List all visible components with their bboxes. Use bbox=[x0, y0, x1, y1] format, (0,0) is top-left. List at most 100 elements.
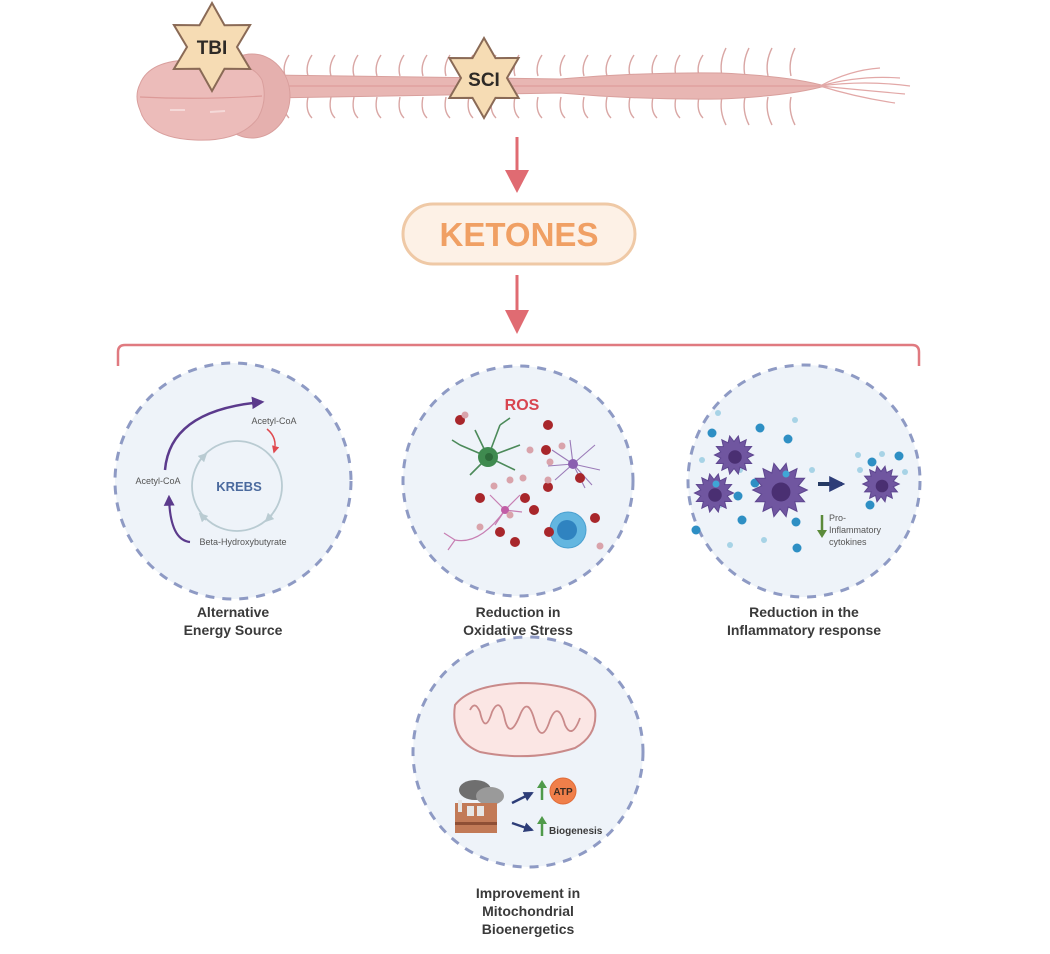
inflammatory-circle: Pro- Inflammatory cytokines bbox=[686, 363, 922, 599]
ros-particle bbox=[543, 482, 553, 492]
cauda-equina bbox=[819, 67, 911, 104]
cytokines-line-1: Pro- bbox=[829, 513, 846, 523]
ketones-label: KETONES bbox=[440, 216, 599, 253]
nerve-root bbox=[536, 54, 543, 77]
macrophage-nucleus bbox=[708, 488, 722, 502]
ros-particle-faint bbox=[476, 523, 484, 531]
krebs-label: KREBS bbox=[216, 479, 262, 494]
nerve-root bbox=[398, 54, 405, 77]
mitochondrion-icon bbox=[453, 681, 597, 758]
ros-particle-faint bbox=[461, 411, 469, 419]
caption-line: Reduction in bbox=[475, 604, 561, 620]
arrow-from-ketones bbox=[505, 275, 529, 334]
acetyl-coa-top-label: Acetyl-CoA bbox=[251, 416, 296, 426]
nerve-root bbox=[651, 96, 658, 119]
krebs-cycle-ring bbox=[191, 440, 283, 532]
nerve-root bbox=[720, 47, 727, 77]
atp-badge bbox=[549, 777, 577, 805]
ros-particle-faint bbox=[546, 458, 554, 466]
cytokine-particle-faint bbox=[715, 410, 721, 416]
atp-arrow bbox=[511, 791, 534, 805]
ros-particle-faint bbox=[596, 542, 604, 550]
cytokine-particle-faint bbox=[809, 467, 815, 473]
nerve-root bbox=[766, 96, 773, 126]
nerve-root bbox=[398, 96, 405, 119]
ros-particle bbox=[520, 493, 530, 503]
caption-line: Bioenergetics bbox=[481, 921, 575, 937]
ros-particle-faint bbox=[526, 446, 534, 454]
caption-line: Inflammatory response bbox=[726, 622, 882, 638]
neuron-cell bbox=[443, 494, 523, 551]
nerve-root bbox=[444, 54, 451, 77]
nerve-root bbox=[697, 96, 704, 119]
energy-source-caption: Alternative Energy Source bbox=[133, 603, 333, 639]
ros-particle bbox=[475, 493, 485, 503]
biogenesis-arrow bbox=[511, 821, 534, 833]
nerve-root bbox=[789, 96, 796, 126]
acetyl-coa-left-label: Acetyl-CoA bbox=[135, 476, 180, 486]
nerve-root bbox=[743, 47, 750, 77]
cytokines-line-2: Inflammatory bbox=[829, 525, 882, 535]
cytokine-particle bbox=[783, 434, 793, 444]
ros-particle bbox=[529, 505, 539, 515]
spinal-nerves bbox=[283, 47, 796, 126]
nerve-root bbox=[352, 54, 359, 77]
cytokine-particle bbox=[755, 423, 765, 433]
caption-line: Alternative bbox=[196, 604, 270, 620]
nerve-root bbox=[628, 96, 635, 119]
nerve-root bbox=[789, 47, 796, 77]
nerve-root bbox=[283, 54, 290, 77]
nerve-root bbox=[467, 96, 474, 119]
ros-particle bbox=[590, 513, 600, 523]
ros-particle bbox=[455, 415, 465, 425]
cytokine-particle-faint bbox=[857, 467, 863, 473]
nerve-root bbox=[651, 54, 658, 77]
purple-up-arrow bbox=[163, 494, 191, 544]
ros-particle bbox=[544, 527, 554, 537]
caption-line: Reduction in the bbox=[749, 604, 859, 620]
cytokine-particle bbox=[791, 517, 801, 527]
sci-label: SCI bbox=[468, 70, 500, 91]
cytokines-line-3: cytokines bbox=[829, 537, 867, 547]
ros-particle-faint bbox=[490, 482, 498, 490]
macrophage-nucleus bbox=[771, 482, 791, 502]
purple-curved-arrow bbox=[163, 396, 265, 471]
ros-particle-faint bbox=[544, 476, 552, 484]
nerve-root bbox=[536, 96, 543, 119]
ros-particle bbox=[543, 420, 553, 430]
macrophage-nucleus bbox=[875, 479, 889, 493]
astrocyte-cell bbox=[451, 417, 521, 476]
cytokine-particle-faint bbox=[761, 537, 767, 543]
tbi-label: TBI bbox=[197, 38, 228, 59]
cytokine-particle bbox=[792, 543, 802, 553]
macrophage-nucleus bbox=[728, 450, 742, 464]
nerve-root bbox=[628, 54, 635, 77]
cytokine-particle-faint bbox=[727, 542, 733, 548]
caption-line: Improvement in bbox=[475, 885, 581, 901]
biogenesis-label: Biogenesis bbox=[549, 826, 603, 837]
ros-particle-faint bbox=[506, 476, 514, 484]
nerve-root bbox=[329, 96, 336, 119]
ros-particle-faint bbox=[506, 511, 514, 519]
nerve-root bbox=[421, 54, 428, 77]
macrophage-cells bbox=[693, 434, 901, 518]
caption-line: Oxidative Stress bbox=[463, 622, 573, 638]
mitochondrial-caption: Improvement in Mitochondrial Bioenergeti… bbox=[428, 884, 628, 938]
nerve-root bbox=[513, 96, 520, 119]
cytokine-particle-faint bbox=[792, 417, 798, 423]
cytokine-particle-faint bbox=[902, 469, 908, 475]
ros-particles bbox=[455, 411, 604, 550]
nerve-root bbox=[352, 96, 359, 119]
ketones-node: KETONES bbox=[401, 202, 637, 266]
nerve-root bbox=[306, 96, 313, 119]
mitochondrial-circle: ATP Biogenesis bbox=[411, 635, 645, 869]
nerve-root bbox=[375, 54, 382, 77]
cytokine-particle bbox=[707, 428, 717, 438]
nerve-root bbox=[306, 54, 313, 77]
cytokine-particle bbox=[712, 480, 720, 488]
nerve-root bbox=[329, 54, 336, 77]
cytokine-particle bbox=[733, 491, 743, 501]
nerve-root bbox=[559, 96, 566, 119]
cytokine-particle-faint bbox=[699, 457, 705, 463]
